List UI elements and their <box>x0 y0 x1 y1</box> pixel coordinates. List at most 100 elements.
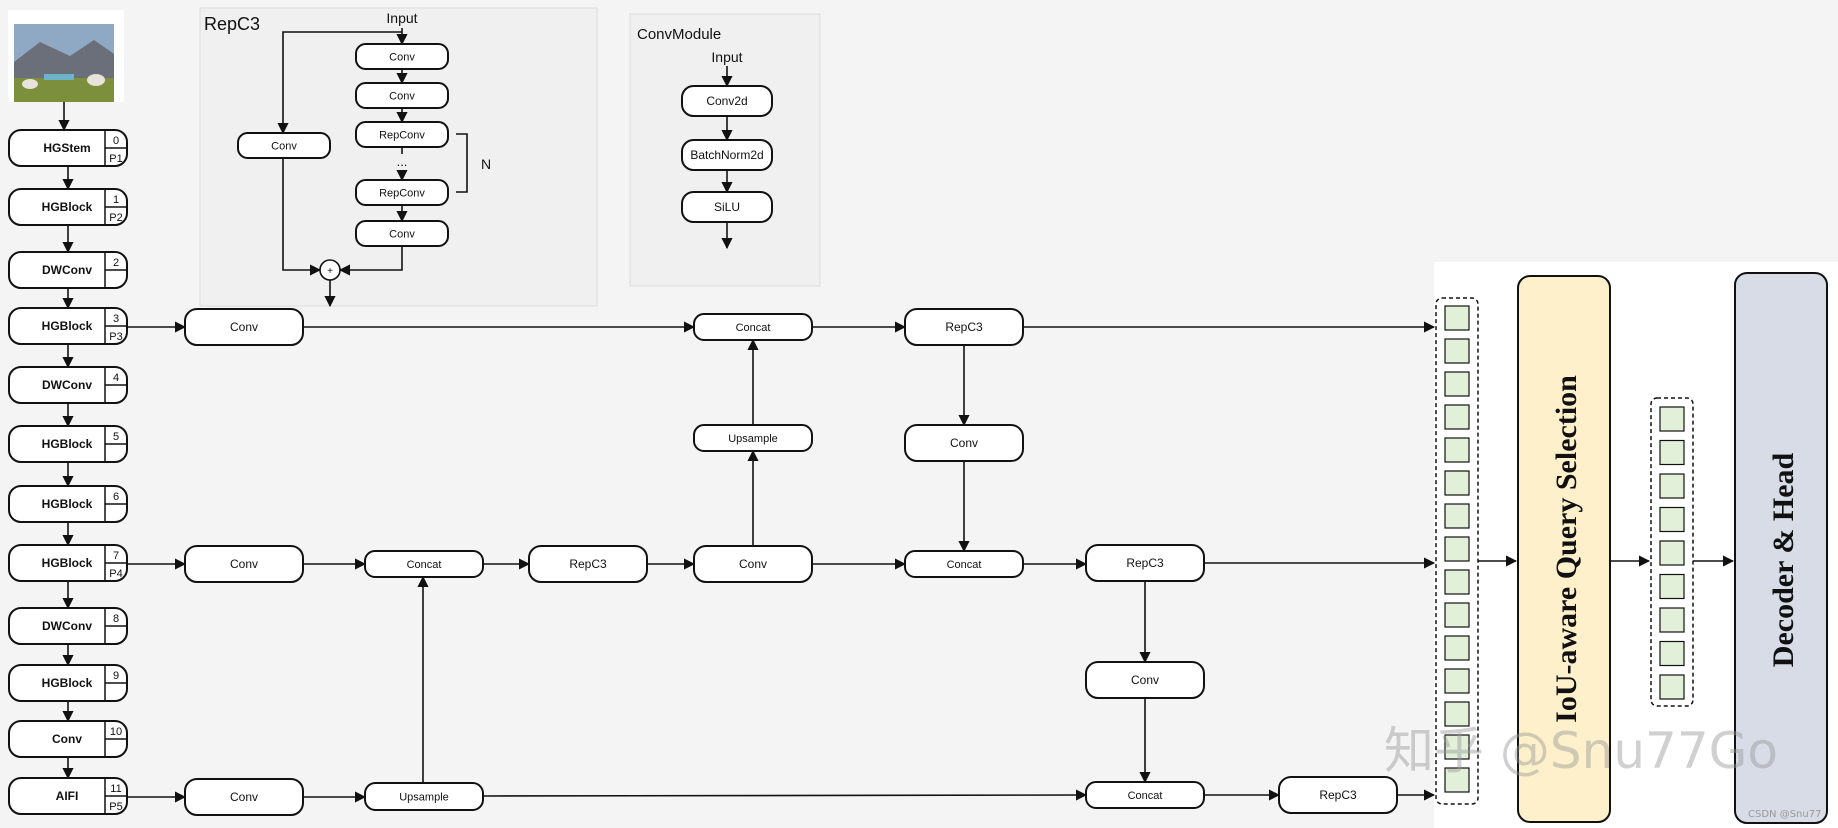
layer-index: 10 <box>110 726 122 738</box>
connection-arrow <box>282 158 322 276</box>
svg-text:RepC3: RepC3 <box>1319 788 1357 802</box>
conv-block: Conv <box>355 220 449 247</box>
feature-cell <box>1444 437 1470 463</box>
svg-text:RepConv: RepConv <box>379 188 425 200</box>
feature-cell <box>1444 701 1470 727</box>
svg-text:Upsample: Upsample <box>399 792 449 804</box>
conv-block: Conv <box>693 545 813 583</box>
layer-index: 5 <box>113 431 119 443</box>
svg-text:Conv: Conv <box>389 229 415 241</box>
repc3-block: RepC3 <box>1278 776 1398 814</box>
feature-cell <box>1659 506 1685 533</box>
conv-block: Conv <box>1085 661 1205 699</box>
input-image <box>8 10 124 102</box>
watermark-text: 知乎 @Snu77Go <box>1384 722 1778 780</box>
svg-text:Conv2d: Conv2d <box>706 94 747 108</box>
feature-cell <box>1444 404 1470 430</box>
feature-cells <box>1444 305 1470 793</box>
conv-block: Conv <box>184 308 304 346</box>
repc3-panel-title: RepC3 <box>204 14 260 34</box>
sum-node: + <box>319 259 341 281</box>
svg-text:Conv: Conv <box>52 732 82 746</box>
svg-text:Conv: Conv <box>950 436 978 450</box>
query-queue <box>1650 397 1694 707</box>
layer-index: 4 <box>113 372 119 384</box>
connection-arrow <box>338 246 403 276</box>
feature-cell <box>1659 439 1685 466</box>
repeat-n-label: N <box>481 156 491 172</box>
svg-text:HGBlock: HGBlock <box>42 200 93 214</box>
svg-text:RepConv: RepConv <box>379 130 425 142</box>
svg-text:SiLU: SiLU <box>714 200 740 214</box>
svg-text:HGBlock: HGBlock <box>42 556 93 570</box>
feature-cell <box>1444 338 1470 364</box>
svg-text:Concat: Concat <box>736 322 771 334</box>
feature-cell <box>1444 305 1470 331</box>
repc3-block: RepC3 <box>528 545 648 583</box>
feature-cell <box>1444 767 1470 793</box>
svg-text:HGStem: HGStem <box>43 141 90 155</box>
feature-cell <box>1444 536 1470 562</box>
feature-queue <box>1435 297 1479 805</box>
svg-text:RepC3: RepC3 <box>1126 556 1164 570</box>
svg-text:DWConv: DWConv <box>42 619 92 633</box>
backbone-hgblock-block: HGBlock 5 <box>8 425 128 463</box>
backbone-dwconv-block: DWConv 8 <box>8 607 128 645</box>
conv-block: Conv <box>184 778 304 816</box>
pyramid-level: P5 <box>109 801 122 813</box>
svg-text:DWConv: DWConv <box>42 378 92 392</box>
layer-index: 2 <box>113 257 119 269</box>
layer-index: 8 <box>113 613 119 625</box>
backbone-dwconv-block: DWConv 4 <box>8 366 128 404</box>
feature-cell <box>1659 674 1685 700</box>
svg-text:Conv: Conv <box>389 52 415 64</box>
repc3-block: RepC3 <box>904 308 1024 346</box>
edges <box>58 28 1735 803</box>
conv-block: Conv <box>904 424 1024 462</box>
backbone-conv-block: Conv 10 <box>8 720 128 758</box>
svg-text:BatchNorm2d: BatchNorm2d <box>690 148 763 162</box>
feature-cell <box>1659 640 1685 667</box>
conv-block: Conv <box>355 82 449 109</box>
feature-cell <box>1444 668 1470 694</box>
svg-text:+: + <box>327 266 333 277</box>
corner-watermark-text: CSDN @Snu77 <box>1748 809 1821 820</box>
feature-cell <box>1444 734 1470 760</box>
layer-index: 7 <box>113 550 119 562</box>
concat-block: Concat <box>364 550 484 578</box>
feature-cell <box>1659 473 1685 499</box>
repc3-input-label: Input <box>386 10 417 26</box>
svg-text:HGBlock: HGBlock <box>42 437 93 451</box>
repc3-ellipsis: ... <box>397 154 408 169</box>
pyramid-level: P1 <box>109 153 122 165</box>
svg-text:Concat: Concat <box>407 559 442 571</box>
svg-text:Conv: Conv <box>230 557 258 571</box>
pyramid-level: P2 <box>109 212 122 224</box>
svg-text:Conv: Conv <box>739 557 767 571</box>
query-selection-block: IoU-aware Query Selection <box>1517 275 1611 823</box>
layer-index: 3 <box>113 313 119 325</box>
repc3-block: RepC3 <box>1085 544 1205 582</box>
repconv-block: RepConv <box>355 179 449 206</box>
svg-text:RepC3: RepC3 <box>569 557 607 571</box>
layer-index: 11 <box>110 783 121 795</box>
svg-text:Conv: Conv <box>389 91 415 103</box>
feature-cell <box>1444 503 1470 529</box>
feature-cell <box>1444 635 1470 661</box>
feature-cell <box>1659 573 1685 600</box>
convmodule-input-label: Input <box>711 49 742 65</box>
decoder-head-block: Decoder & Head <box>1734 272 1828 824</box>
svg-text:HGBlock: HGBlock <box>42 676 93 690</box>
feature-cell <box>1659 607 1685 633</box>
pyramid-level: P3 <box>109 331 122 343</box>
concat-block: Concat <box>1085 781 1205 809</box>
batchnorm2d-block: BatchNorm2d <box>681 139 773 171</box>
